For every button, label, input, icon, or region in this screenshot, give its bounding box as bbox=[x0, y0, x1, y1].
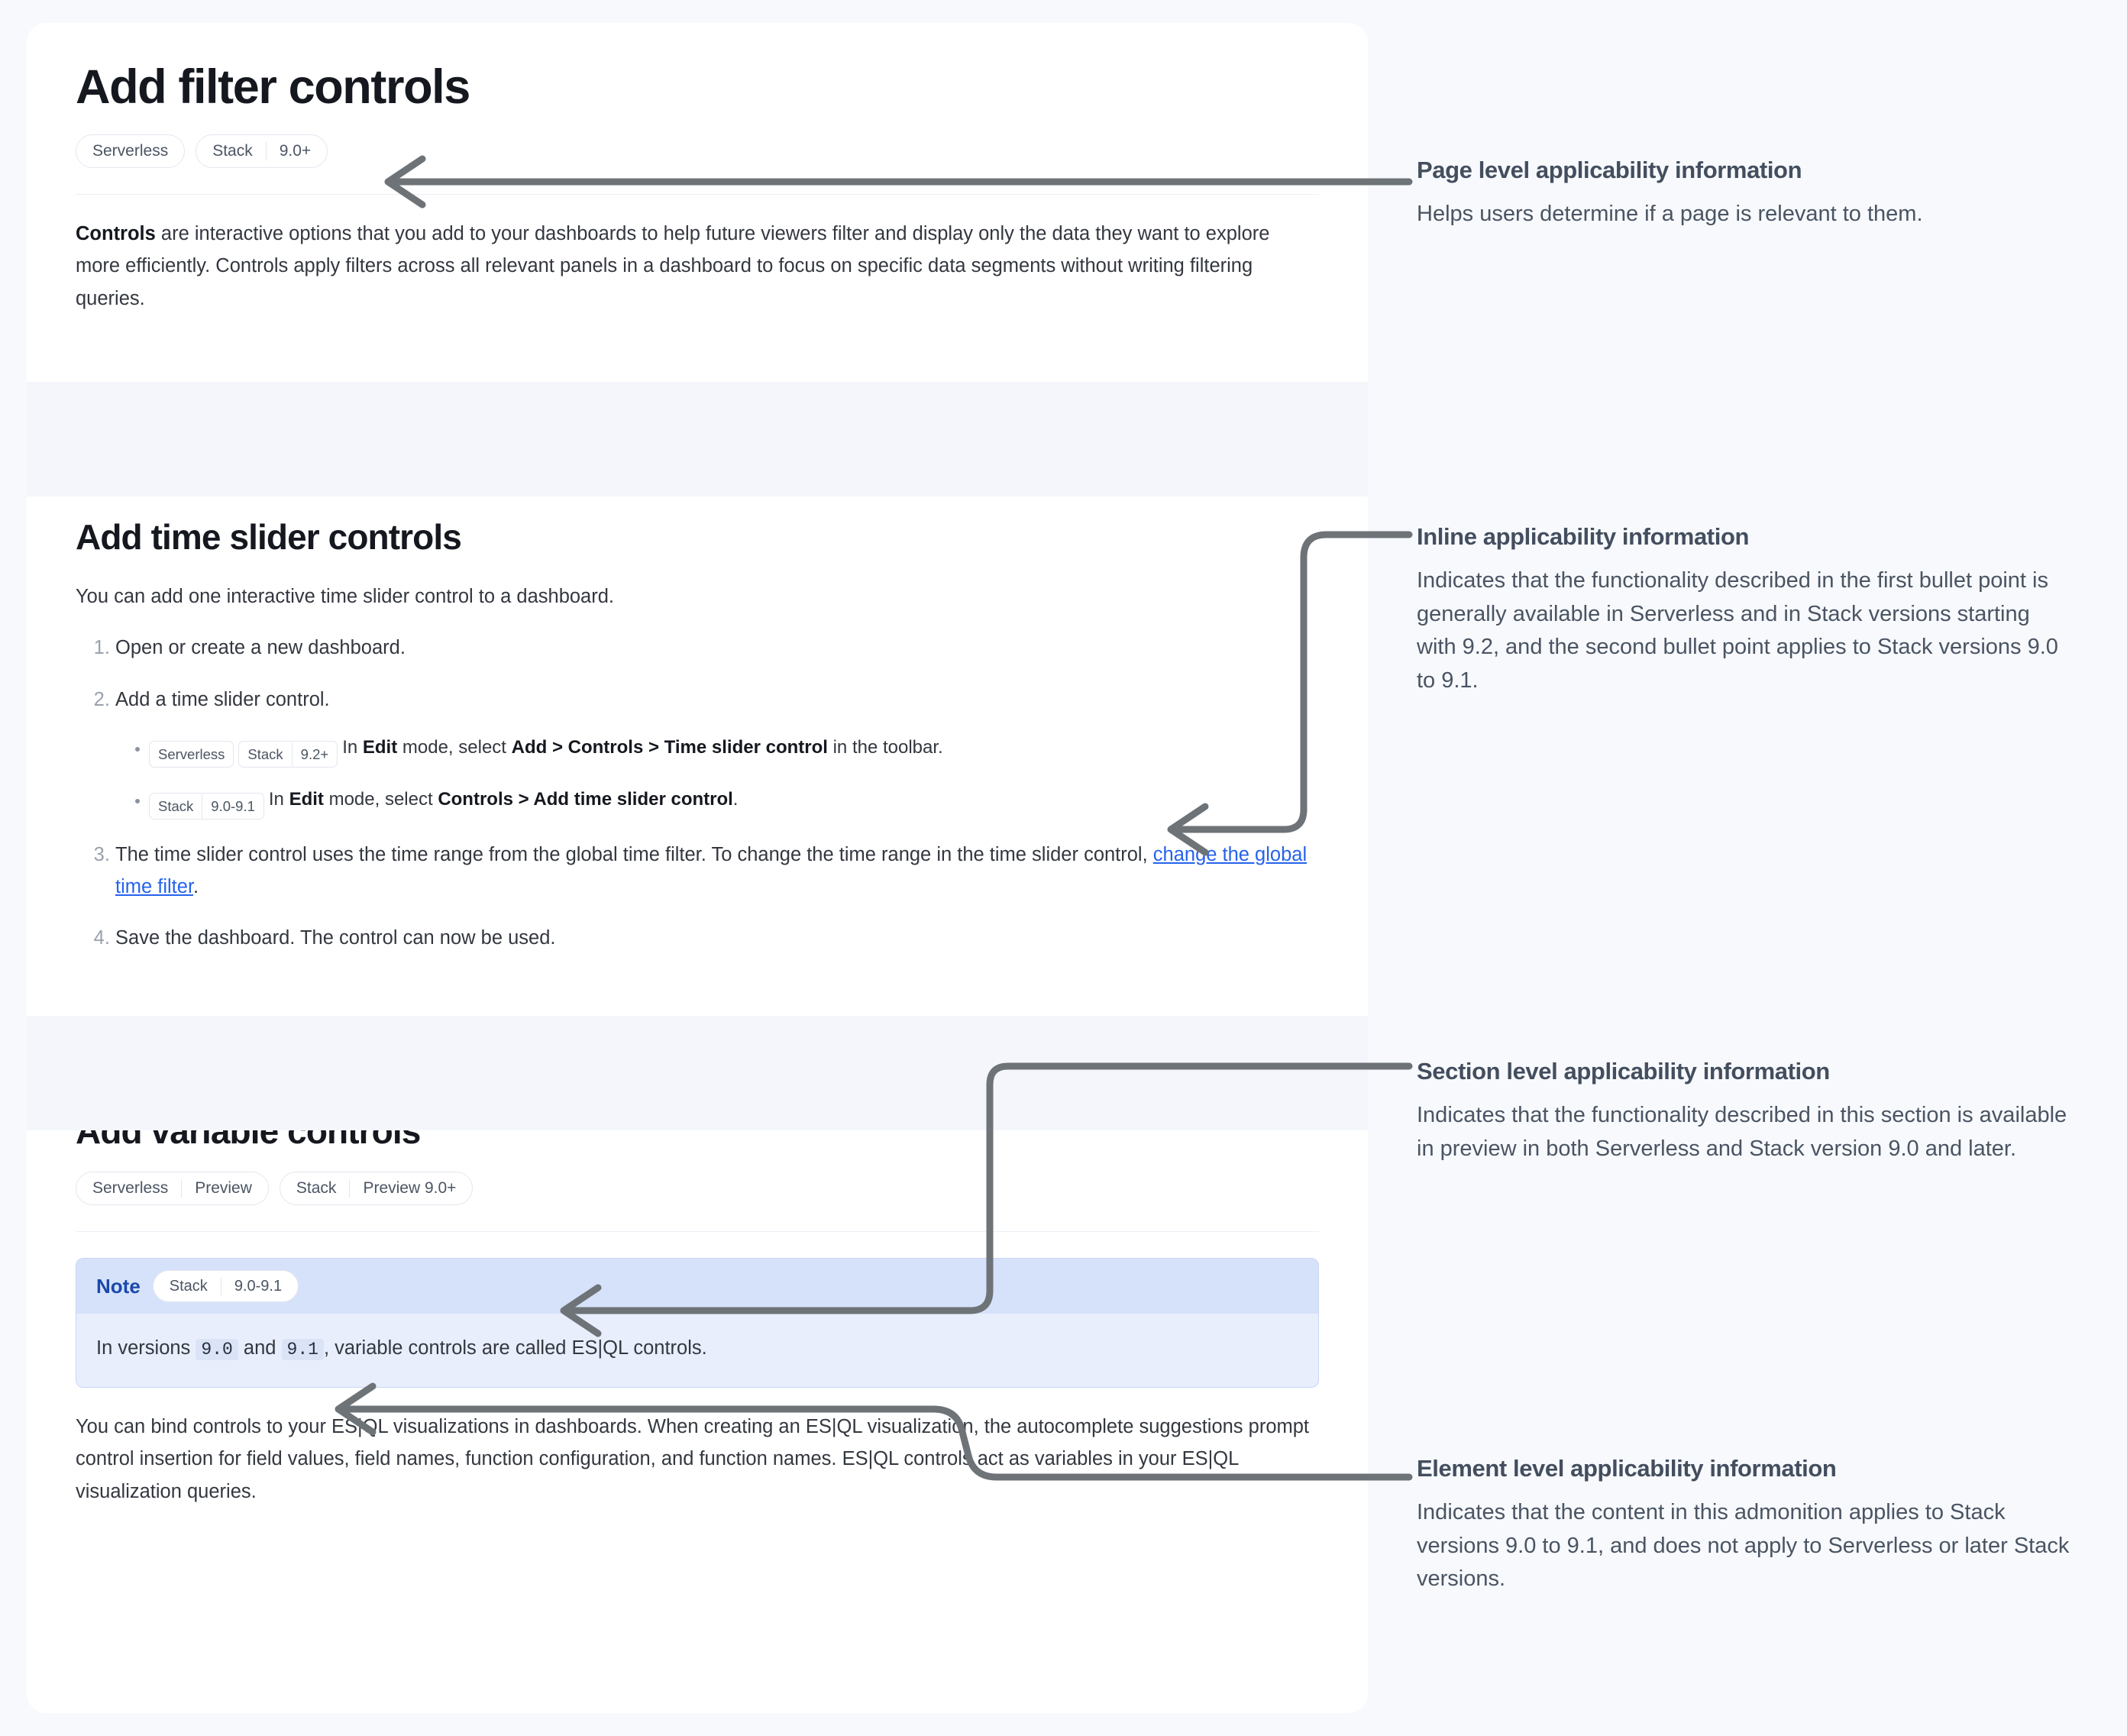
step-4-text: Save the dashboard. The control can now … bbox=[115, 926, 556, 949]
intro-lead: Controls bbox=[76, 223, 156, 244]
step-3-text-before-link: The time slider control uses the time ra… bbox=[115, 844, 1153, 866]
badge-stack-preview-label: Stack bbox=[296, 1179, 337, 1198]
section-heading-variable: Add variable controls bbox=[76, 1111, 421, 1152]
time-slider-steps: Open or create a new dashboard. Add a ti… bbox=[76, 632, 1319, 954]
badge-stack-label: Stack bbox=[212, 142, 253, 160]
section-divider bbox=[76, 1231, 1319, 1233]
page-title: Add filter controls bbox=[76, 60, 470, 114]
time-slider-intro: You can add one interactive time slider … bbox=[76, 585, 614, 607]
inline-badge-stack-92[interactable]: Stack 9.2+ bbox=[238, 741, 338, 768]
intro-paragraph: Controls are interactive options that yo… bbox=[76, 218, 1319, 315]
badge-serverless-preview[interactable]: Serverless Preview bbox=[76, 1172, 269, 1206]
annotation-section-level: Section level applicability information … bbox=[1417, 1058, 2074, 1165]
note-title: Note bbox=[96, 1274, 141, 1298]
inline-badge-stack2-label: Stack bbox=[158, 798, 194, 815]
inline-badge-serverless[interactable]: Serverless bbox=[149, 741, 234, 768]
bullet-1-bold2: Add > Controls > Time slider control bbox=[511, 736, 828, 758]
bullet-1-mid: mode, select bbox=[397, 736, 512, 758]
note-admonition: Note Stack 9.0-9.1 In versions 9.0 and 9… bbox=[76, 1258, 1319, 1388]
note-body: In versions 9.0 and 9.1, variable contro… bbox=[76, 1314, 1318, 1387]
inline-badge-serverless-label: Serverless bbox=[158, 745, 225, 762]
bullet-1-post: in the toolbar. bbox=[827, 736, 943, 758]
page-applicability-badges: Serverless Stack 9.0+ bbox=[76, 134, 1319, 168]
documentation-panel: Add filter controls Serverless Stack 9.0… bbox=[27, 23, 1368, 1713]
note-body-post: , variable controls are called ES|QL con… bbox=[323, 1337, 707, 1359]
annotation-section-level-body: Indicates that the functionality describ… bbox=[1417, 1103, 2067, 1161]
annotation-page-level-heading: Page level applicability information bbox=[1417, 157, 1802, 183]
annotation-inline-body: Indicates that the functionality describ… bbox=[1417, 568, 2058, 693]
annotation-page-level-body: Helps users determine if a page is relev… bbox=[1417, 202, 1923, 226]
bullet-2-mid: mode, select bbox=[323, 789, 438, 810]
note-code-90: 9.0 bbox=[196, 1339, 238, 1361]
step-3-text-after-link: . bbox=[193, 875, 199, 897]
bullet-1-bold1: Edit bbox=[362, 736, 398, 758]
inline-badge-stack-version: 9.2+ bbox=[291, 742, 338, 767]
badge-serverless-preview-label: Serverless bbox=[92, 1179, 169, 1198]
inline-badge-stack-90-91[interactable]: Stack 9.0-9.1 bbox=[149, 793, 264, 820]
note-code-91: 9.1 bbox=[281, 1339, 324, 1361]
note-badge-label: Stack bbox=[169, 1277, 208, 1295]
bullet-2: Stack 9.0-9.1 In Edit mode, select Contr… bbox=[149, 784, 1319, 820]
variable-controls-paragraph: You can bind controls to your ES|QL visu… bbox=[76, 1415, 1310, 1502]
wave-divider-1 bbox=[27, 382, 1368, 496]
note-badge-stack[interactable]: Stack 9.0-9.1 bbox=[152, 1270, 299, 1303]
badge-serverless-preview-state: Preview bbox=[181, 1179, 265, 1198]
bullet-2-pre: In bbox=[268, 789, 289, 810]
annotation-inline: Inline applicability information Indicat… bbox=[1417, 523, 2074, 697]
note-badge-version: 9.0-9.1 bbox=[220, 1277, 295, 1295]
annotation-element-level-body: Indicates that the content in this admon… bbox=[1417, 1500, 2070, 1591]
annotation-page-level: Page level applicability information Hel… bbox=[1417, 157, 2074, 231]
note-header: Note Stack 9.0-9.1 bbox=[76, 1259, 1318, 1314]
note-body-mid: and bbox=[238, 1337, 282, 1359]
bullet-2-bold2: Controls > Add time slider control bbox=[438, 789, 733, 810]
annotation-inline-heading: Inline applicability information bbox=[1417, 523, 1750, 550]
bullet-1: Serverless Stack 9.2+ In Edit mode, sele… bbox=[149, 732, 1319, 768]
header-divider bbox=[76, 194, 1319, 195]
wave-shape-1 bbox=[27, 396, 1368, 496]
step-2-text: Add a time slider control. bbox=[115, 688, 330, 710]
page-header-block: Add filter controls Serverless Stack 9.0… bbox=[27, 23, 1368, 315]
badge-serverless[interactable]: Serverless bbox=[76, 134, 186, 168]
bullet-2-bold1: Edit bbox=[289, 789, 324, 810]
badge-stack-preview-version: Preview 9.0+ bbox=[349, 1179, 469, 1198]
step-1: Open or create a new dashboard. bbox=[115, 632, 1319, 664]
step-4: Save the dashboard. The control can now … bbox=[115, 923, 1319, 954]
annotation-element-level-heading: Element level applicability information bbox=[1417, 1455, 1837, 1482]
inline-badge-stack2-version: 9.0-9.1 bbox=[202, 794, 263, 819]
badge-serverless-label: Serverless bbox=[92, 142, 169, 160]
annotation-element-level: Element level applicability information … bbox=[1417, 1455, 2074, 1596]
section-time-slider: Add time slider controls You can add one… bbox=[27, 516, 1368, 954]
note-body-pre: In versions bbox=[96, 1337, 196, 1359]
section-heading-time-slider: Add time slider controls bbox=[76, 516, 462, 557]
inline-badge-stack-label: Stack bbox=[247, 745, 283, 762]
step-2-bullets: Serverless Stack 9.2+ In Edit mode, sele… bbox=[115, 732, 1319, 820]
step-1-text: Open or create a new dashboard. bbox=[115, 637, 406, 659]
intro-rest: are interactive options that you add to … bbox=[76, 223, 1270, 309]
section-applicability-badges: Serverless Preview Stack Preview 9.0+ bbox=[76, 1172, 1319, 1206]
bullet-1-pre: In bbox=[342, 736, 363, 758]
annotation-section-level-heading: Section level applicability information bbox=[1417, 1058, 1830, 1085]
bullet-2-post: . bbox=[732, 789, 739, 810]
step-3: The time slider control uses the time ra… bbox=[115, 839, 1319, 903]
badge-stack-preview[interactable]: Stack Preview 9.0+ bbox=[279, 1172, 474, 1206]
section-variable-controls: Add variable controls Serverless Preview… bbox=[27, 1110, 1368, 1508]
badge-stack-version: 9.0+ bbox=[265, 142, 324, 160]
badge-stack[interactable]: Stack 9.0+ bbox=[196, 134, 328, 168]
step-2: Add a time slider control. Serverless St… bbox=[115, 684, 1319, 820]
